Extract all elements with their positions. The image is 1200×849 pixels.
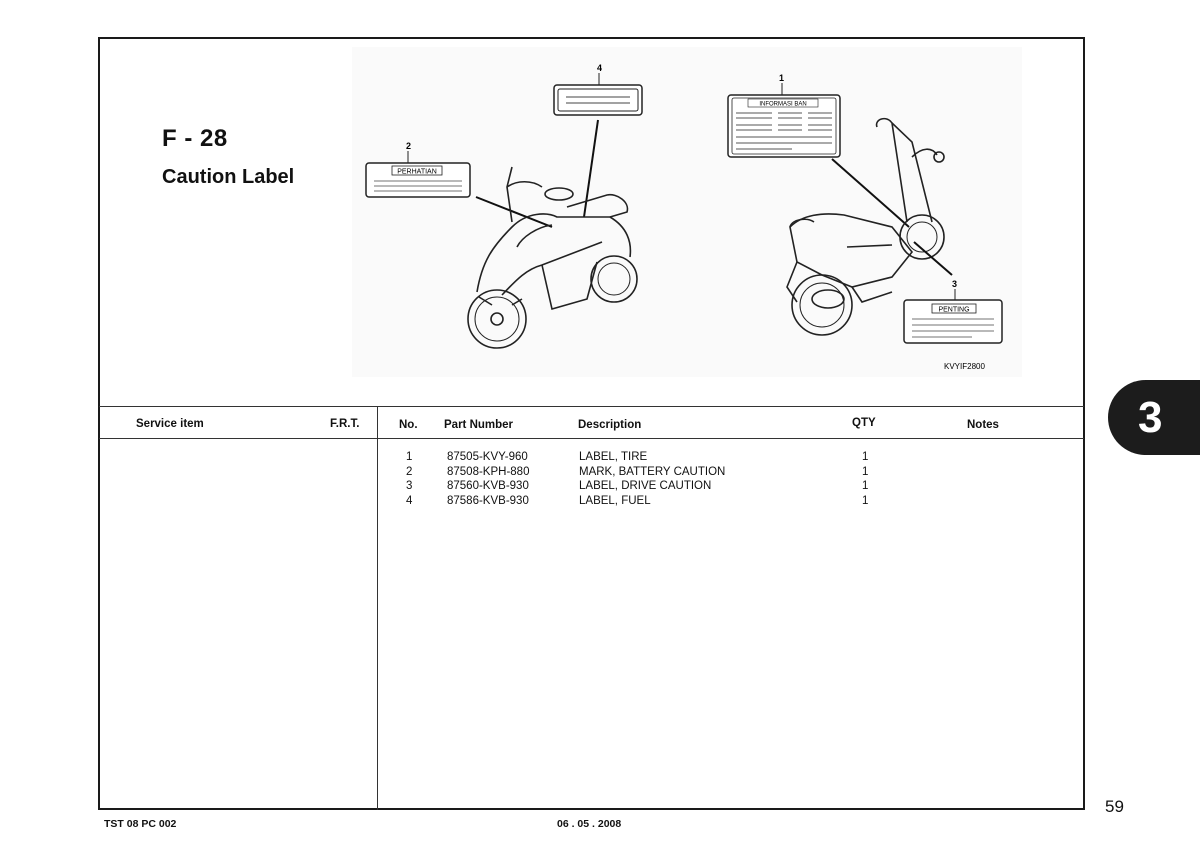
header-qty: QTY	[852, 417, 876, 429]
page-number: 59	[1105, 797, 1124, 816]
header-part-number: Part Number	[444, 419, 514, 431]
table-header-rule	[99, 438, 1084, 439]
figure-code: F - 28	[162, 125, 228, 152]
row-qty: 1	[862, 451, 869, 463]
callout-4: 4	[597, 63, 602, 73]
footer-doc-code: TST 08 PC 002	[104, 818, 177, 830]
label-3-penting: 3 PENTING	[903, 241, 1003, 344]
row-no: 3	[406, 480, 413, 492]
penting-text: PENTING	[938, 307, 969, 314]
row-qty: 1	[862, 480, 869, 492]
row-description: LABEL, FUEL	[579, 494, 651, 507]
callout-1: 1	[779, 73, 784, 83]
section-tab: 3	[1108, 380, 1200, 455]
header-frt: F.R.T.	[330, 418, 360, 430]
header-no: No.	[399, 419, 418, 431]
column-divider	[377, 406, 378, 810]
row-qty: 1	[862, 465, 869, 478]
header-description: Description	[578, 419, 642, 431]
row-no: 1	[406, 451, 413, 463]
row-no: 4	[406, 494, 413, 507]
footer-date: 06 . 05 . 2008	[557, 818, 622, 830]
callout-2: 2	[406, 141, 411, 151]
label-2-perhatian: 2 PERHATIAN	[365, 141, 553, 228]
table-top-rule	[99, 406, 1084, 407]
scooter-front-view	[467, 166, 638, 349]
row-qty: 1	[862, 494, 869, 507]
label-1-tire: 1 INFORMASI BAN	[727, 73, 910, 228]
row-description: LABEL, DRIVE CAUTION	[579, 480, 712, 492]
row-description: MARK, BATTERY CAUTION	[579, 465, 726, 478]
section-tab-number: 3	[1138, 392, 1163, 442]
informasi-ban-text: INFORMASI BAN	[759, 102, 806, 108]
row-part-number: 87560-KVB-930	[447, 480, 529, 492]
callout-3: 3	[952, 279, 957, 289]
figure-title: Caution Label	[162, 166, 295, 188]
row-part-number: 87505-KVY-960	[447, 451, 528, 463]
row-description: LABEL, TIRE	[579, 451, 648, 463]
row-part-number: 87508-KPH-880	[447, 465, 530, 478]
page-frame	[98, 37, 1085, 810]
header-notes: Notes	[967, 419, 999, 431]
parts-illustration: 4 2 PERHATIAN 1	[352, 47, 1022, 377]
row-part-number: 87586-KVB-930	[447, 494, 529, 507]
perhatian-text: PERHATIAN	[397, 169, 437, 176]
scooter-rear-view	[786, 117, 945, 336]
header-service-item: Service item	[136, 418, 204, 430]
illustration-ref-code: KVYIF2800	[944, 362, 985, 371]
row-no: 2	[406, 465, 413, 478]
